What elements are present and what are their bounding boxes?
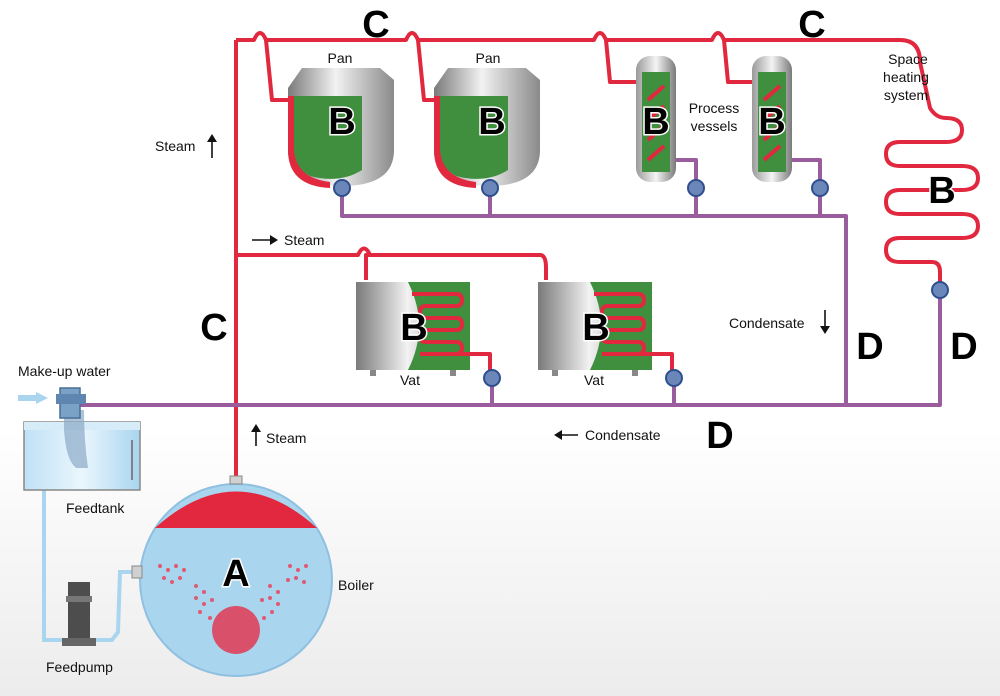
process-vessels-label-2: vessels — [691, 118, 738, 134]
pan-1: Pan — [288, 50, 394, 188]
makeup-water-label: Make-up water — [18, 363, 111, 379]
space-heating-label-3: system — [884, 87, 928, 103]
pan-2: Pan — [434, 50, 540, 188]
pan-label: Pan — [328, 50, 353, 66]
boiler-label: Boiler — [338, 577, 374, 593]
pan-label: Pan — [476, 50, 501, 66]
steam-label-upper: Steam — [155, 134, 217, 158]
steam-label-lower: Steam — [251, 424, 306, 446]
letter-b-vat-2: B — [582, 307, 609, 349]
space-heating-label-2: heating — [883, 69, 929, 85]
letter-b-vat-1: B — [400, 307, 427, 349]
process-vessel-1 — [636, 56, 698, 186]
letter-d-bottom: D — [706, 415, 733, 457]
letter-d-mid: D — [856, 326, 883, 368]
letter-b-vessel-2: B — [758, 101, 785, 143]
letter-b-pan-1: B — [328, 101, 355, 143]
steam-label-branch: Steam — [252, 232, 324, 248]
svg-text:Condensate: Condensate — [729, 315, 805, 331]
space-heating-label-1: Space — [888, 51, 928, 67]
condensate-label-bottom: Condensate — [554, 427, 661, 443]
feedpump-label: Feedpump — [46, 659, 113, 675]
water-pipework — [18, 392, 152, 642]
letter-b-vessel-1: B — [642, 101, 669, 143]
condensate-label-right: Condensate — [729, 310, 830, 334]
feedpump: Feedpump — [46, 582, 113, 675]
letter-d-right: D — [950, 326, 977, 368]
condensate-pipework — [80, 192, 942, 407]
process-vessel-2 — [752, 56, 822, 186]
feedtank-label: Feedtank — [66, 500, 125, 516]
process-vessels-label-1: Process — [689, 100, 740, 116]
letter-c-top-left: C — [362, 4, 389, 46]
feedtank: Feedtank — [23, 387, 141, 516]
svg-text:Steam: Steam — [155, 138, 195, 154]
vat-label: Vat — [400, 372, 420, 388]
vat-1: Vat — [356, 282, 492, 388]
vat-2: Vat — [538, 282, 674, 388]
svg-text:Steam: Steam — [284, 232, 324, 248]
letter-b-space-heating: B — [928, 170, 955, 212]
letter-c-riser: C — [200, 307, 227, 349]
letter-a-boiler: A — [222, 553, 249, 595]
letter-b-pan-2: B — [478, 101, 505, 143]
svg-text:Condensate: Condensate — [585, 427, 661, 443]
letter-c-top-right: C — [798, 4, 825, 46]
vat-label: Vat — [584, 372, 604, 388]
boiler: Boiler — [131, 475, 374, 677]
svg-text:Steam: Steam — [266, 430, 306, 446]
steam-traps — [333, 179, 949, 387]
